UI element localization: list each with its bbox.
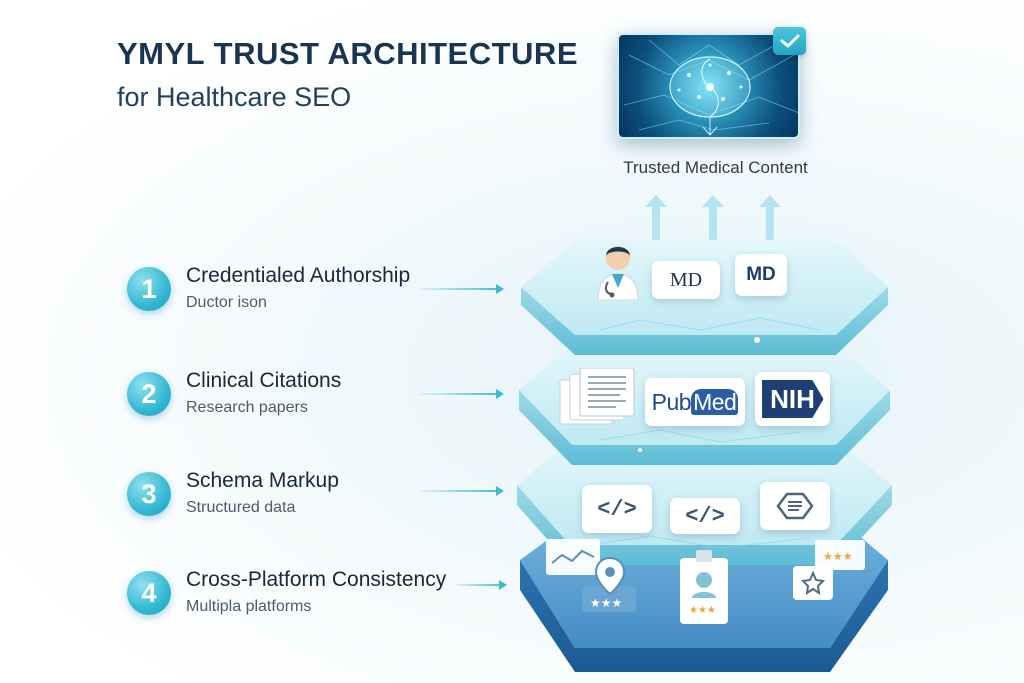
step-number-badge: 3: [127, 472, 171, 516]
chart-card-icon: [546, 539, 600, 575]
step-subtitle: Ductor ison: [186, 294, 267, 311]
pubmed-logo-pub: Pub: [651, 388, 692, 415]
doctor-avatar-icon: [597, 246, 639, 300]
step-number-badge: 4: [127, 571, 171, 615]
md-credential-card: MD: [652, 261, 720, 299]
step-title: Cross-Platform Consistency: [186, 568, 447, 591]
step-number-badge: 1: [127, 267, 171, 311]
code-card-2: </>: [670, 498, 740, 534]
step-subtitle: Research papers: [186, 399, 308, 416]
step-clinical-citations: 2 Clinical Citations Research papers: [127, 368, 507, 432]
step-title: Clinical Citations: [186, 369, 342, 392]
step-title: Schema Markup: [186, 469, 339, 492]
step-title: Credentialed Authorship: [186, 264, 411, 287]
arrow-up-icon: [759, 195, 781, 243]
code-icon: </>: [597, 496, 637, 522]
arrow-up-icon: [702, 195, 724, 243]
document-stack-icon: [559, 368, 635, 425]
pubmed-logo-med: Med: [691, 388, 739, 415]
page-subtitle: for Healthcare SEO: [117, 82, 352, 112]
step-cross-platform-consistency: 4 Cross-Platform Consistency Multipla pl…: [127, 567, 507, 631]
rating-stars-icon: ★★★: [815, 540, 865, 570]
profile-badge-icon: ★★★: [680, 550, 728, 624]
brain-network-icon: [617, 33, 800, 139]
checkmark-icon: [773, 27, 806, 55]
code-card-1: </>: [582, 485, 652, 533]
step-subtitle: Structured data: [186, 499, 296, 516]
code-icon: </>: [685, 503, 725, 529]
nih-logo-text: NIH: [770, 383, 815, 414]
settings-card-icon: [760, 482, 830, 530]
pubmed-logo: PubMed: [651, 388, 739, 416]
svg-text:★★★: ★★★: [590, 596, 622, 610]
connector-arrow: [420, 389, 504, 399]
md-credential-text: MD: [669, 268, 703, 291]
md-badge-card: MD: [735, 254, 787, 296]
svg-text:★★★: ★★★: [823, 550, 853, 563]
connector-arrow: [455, 580, 507, 590]
pubmed-logo-card: PubMed: [645, 378, 745, 426]
nih-logo-card: NIH: [755, 372, 830, 426]
md-badge-text: MD: [746, 264, 776, 285]
review-card-icon: [793, 566, 833, 600]
step-number-badge: 2: [127, 372, 171, 416]
arrow-up-icon: [645, 195, 667, 243]
step-schema-markup: 3 Schema Markup Structured data: [127, 468, 507, 532]
step-credentialed-authorship: 1 Credentialed Authorship Ductor ison: [127, 263, 507, 327]
page-title: YMYL TRUST ARCHITECTURE: [117, 36, 578, 71]
connector-arrow: [420, 486, 504, 496]
map-pin-icon: ★★★: [582, 556, 636, 612]
trusted-content-label: Trusted Medical Content: [623, 158, 808, 177]
svg-text:★★★: ★★★: [689, 605, 716, 616]
step-subtitle: Multipla platforms: [186, 598, 312, 615]
connector-arrow: [420, 284, 504, 294]
